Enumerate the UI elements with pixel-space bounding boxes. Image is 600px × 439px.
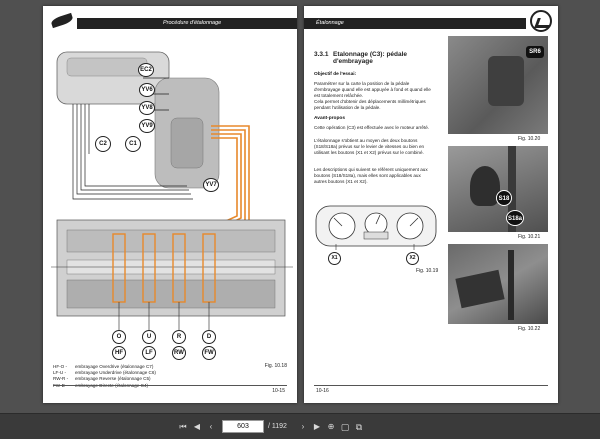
objective-heading: Objectif de l'essai:: [314, 72, 357, 77]
chevron-left-icon[interactable]: ‹: [209, 422, 213, 431]
zoom-icon[interactable]: ⊕: [327, 422, 335, 431]
section-title: Etalonnage (C3): pédale d'embrayage: [333, 51, 408, 66]
page-header: Procédure d'étalonnage: [43, 6, 297, 32]
mode-leaders: [118, 302, 210, 330]
label-s18a: S18a: [506, 210, 524, 226]
foreword-text-1: Cette opération (C3) est effectuée avec …: [314, 125, 430, 130]
label-yv8: YV8: [139, 101, 155, 115]
next-page-icon[interactable]: ▶: [313, 422, 321, 431]
header-bar: Procédure d'étalonnage: [77, 18, 297, 29]
upper-gear-set: [66, 229, 276, 253]
control-unit-top: [66, 57, 148, 77]
objective-text-1: Paramétrer sur la carte la position de l…: [314, 81, 431, 98]
previous-page-icon[interactable]: ◀: [193, 422, 201, 431]
legend-row: RW-R -embrayage Reverse (étalonnage C5): [53, 376, 151, 382]
foreword-heading: Avant-propos: [314, 116, 346, 121]
mode-label-fw: FW: [202, 346, 216, 360]
mode-label-rw: RW: [172, 346, 186, 360]
header-bar: Étalonnage: [304, 18, 526, 29]
label-c1: C1: [125, 136, 141, 152]
single-page-view-icon[interactable]: ▢: [340, 422, 350, 432]
label-s18: S18: [496, 190, 512, 206]
objective-text-2: Cela permet d'obtenir des déplacements m…: [314, 99, 426, 110]
dashboard-illustration: [315, 205, 437, 250]
chevron-right-icon[interactable]: ›: [301, 422, 305, 431]
photo-gear-lever: S18 S18a: [448, 146, 548, 232]
wiring: [72, 77, 193, 200]
mode-label-hf: HF: [112, 346, 126, 360]
right-page: Étalonnage 3.3.1 Etalonnage (C3): pédale…: [304, 6, 558, 403]
photo-cab-floor: [448, 244, 548, 324]
photo-pedal-sensor: SR6: [448, 36, 548, 134]
viewer-toolbar: ⏮ ◀ ‹ 603 / 1192 › ▶ ⊕ ▢ ⧉: [0, 413, 600, 439]
figure-label: Fig. 10.22: [518, 326, 541, 332]
first-page-icon[interactable]: ⏮: [179, 422, 187, 431]
footer-rule: [53, 385, 287, 386]
label-c2: C2: [95, 136, 111, 152]
figure-label: Fig. 10.19: [416, 268, 439, 274]
foreword-text-3: Les descriptions qui suivent se réfèrent…: [314, 167, 428, 184]
total-pages: / 1192: [268, 423, 287, 430]
button-x1: X1: [328, 252, 341, 265]
two-page-view-icon[interactable]: ⧉: [355, 422, 363, 432]
brand-logo-icon: [530, 10, 552, 32]
mode-label-r: R: [172, 330, 186, 344]
transmission-diagram: [51, 51, 293, 330]
page-number-input[interactable]: 603: [222, 420, 264, 433]
page-number: 10-16: [316, 388, 329, 394]
mode-label-d: D: [202, 330, 216, 344]
label-yv7: YV7: [203, 178, 219, 192]
brand-swoosh-icon: [50, 12, 74, 29]
label-sr6: SR6: [526, 46, 544, 58]
label-yv6: YV6: [139, 83, 155, 97]
mode-label-o: O: [112, 330, 126, 344]
mode-label-lf: LF: [142, 346, 156, 360]
figure-label: Fig. 10.21: [518, 234, 541, 240]
figure-label: Fig. 10.20: [518, 136, 541, 142]
legend-row: HF-O -embrayage Overdrive (étalonnage C7…: [53, 364, 154, 369]
valve-body: [170, 117, 204, 169]
label-ec2: EC2: [138, 63, 154, 77]
label-yv9: YV9: [139, 119, 155, 133]
legend-row: LF-U -embrayage Underdrive (étalonnage C…: [53, 370, 156, 376]
page-number: 10-15: [272, 388, 285, 394]
button-x2: X2: [406, 252, 419, 265]
header-title: Étalonnage: [316, 20, 344, 26]
footer-rule: [314, 385, 548, 386]
lower-gear-set: [66, 279, 276, 309]
header-title: Procédure d'étalonnage: [163, 20, 222, 26]
figure-label: Fig. 10.18: [264, 363, 287, 369]
left-page: Procédure d'étalonnage: [43, 6, 297, 403]
foreword-text-2: L'étalonnage s'obtient au moyen des deux…: [314, 138, 425, 155]
page-header: Étalonnage: [304, 6, 558, 32]
mode-label-u: U: [142, 330, 156, 344]
section-number: 3.3.1: [314, 51, 329, 58]
